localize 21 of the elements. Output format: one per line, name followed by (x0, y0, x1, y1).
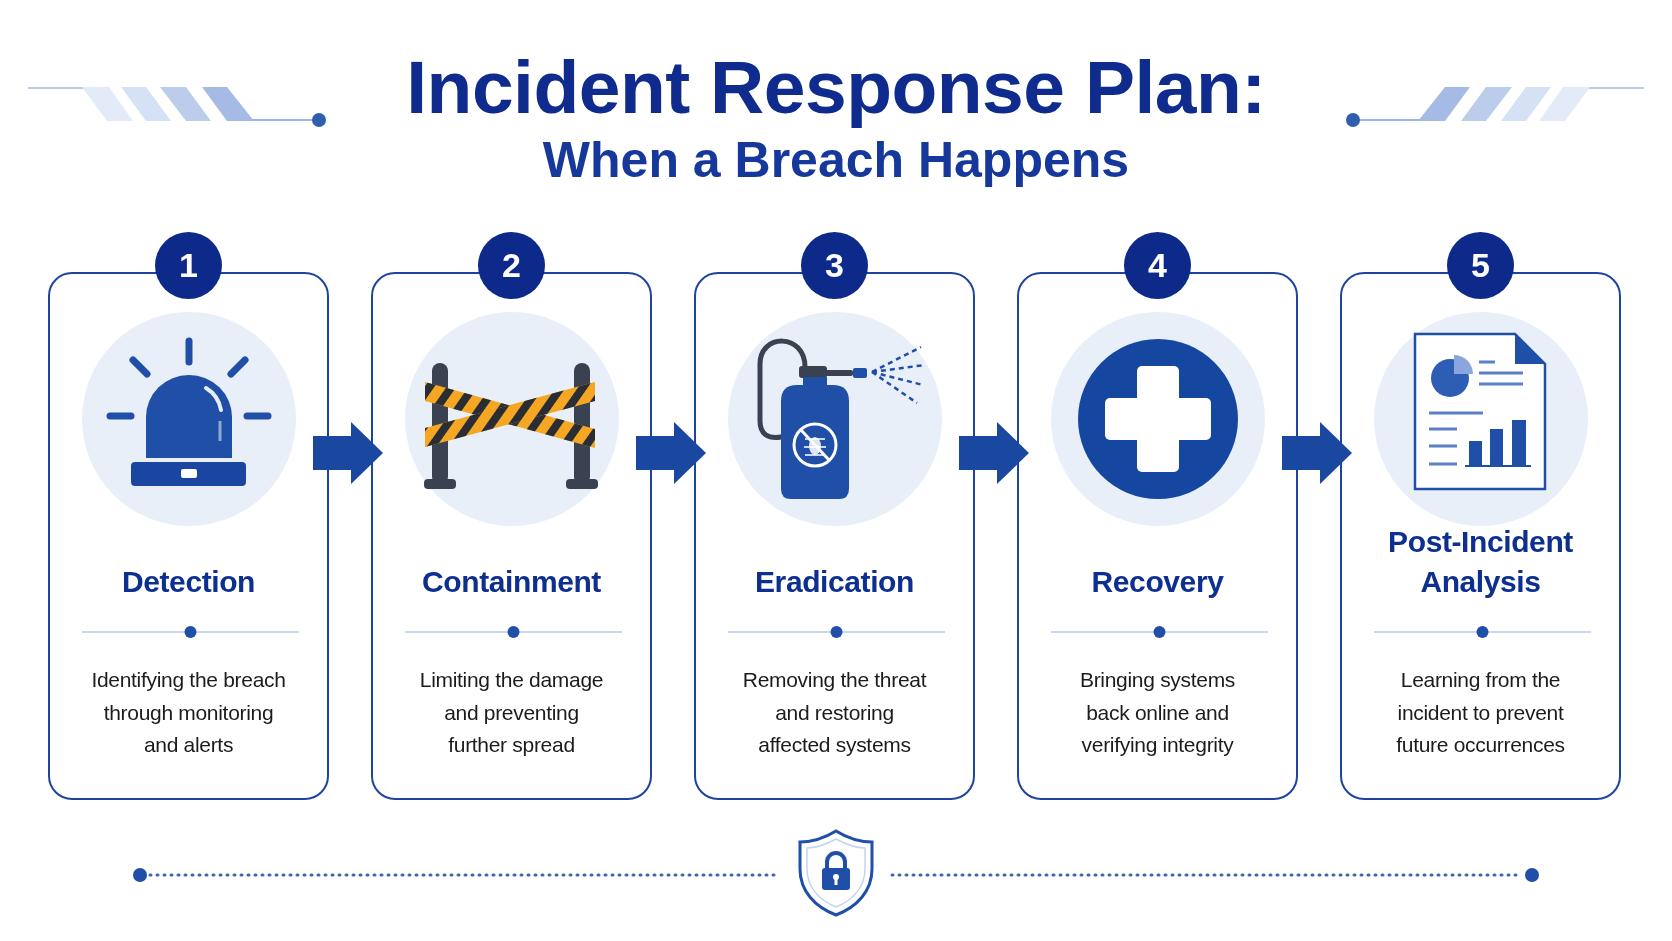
step-title: Post-Incident Analysis (1387, 524, 1574, 600)
step-description: Identifying the breach through monitoring and alerts (90, 667, 287, 758)
step-number: 3 (801, 232, 868, 299)
step-number: 4 (1124, 232, 1191, 299)
step-number: 5 (1447, 232, 1514, 299)
step-description: Learning from the incident to prevent future occurrences (1395, 667, 1566, 758)
step-number: 2 (478, 232, 545, 299)
step-number: 1 (155, 232, 222, 299)
step-title: Eradication (755, 564, 914, 600)
step-title: Containment (422, 564, 601, 600)
step-title: Recovery (1091, 564, 1224, 600)
step-title: Detection (121, 564, 256, 600)
arrow (313, 422, 383, 484)
arrow (959, 422, 1029, 484)
main-title: Incident Response Plan: (406, 44, 1266, 130)
step-description: Bringing systems back online and verifying integrity (1078, 667, 1237, 758)
step-description: Removing the threat and restoring affected systems (741, 667, 928, 758)
arrow (1282, 422, 1352, 484)
step-description: Limiting the damage and preventing further spread (418, 667, 605, 758)
arrow (636, 422, 706, 484)
subtitle: When a Breach Happens (542, 131, 1130, 190)
